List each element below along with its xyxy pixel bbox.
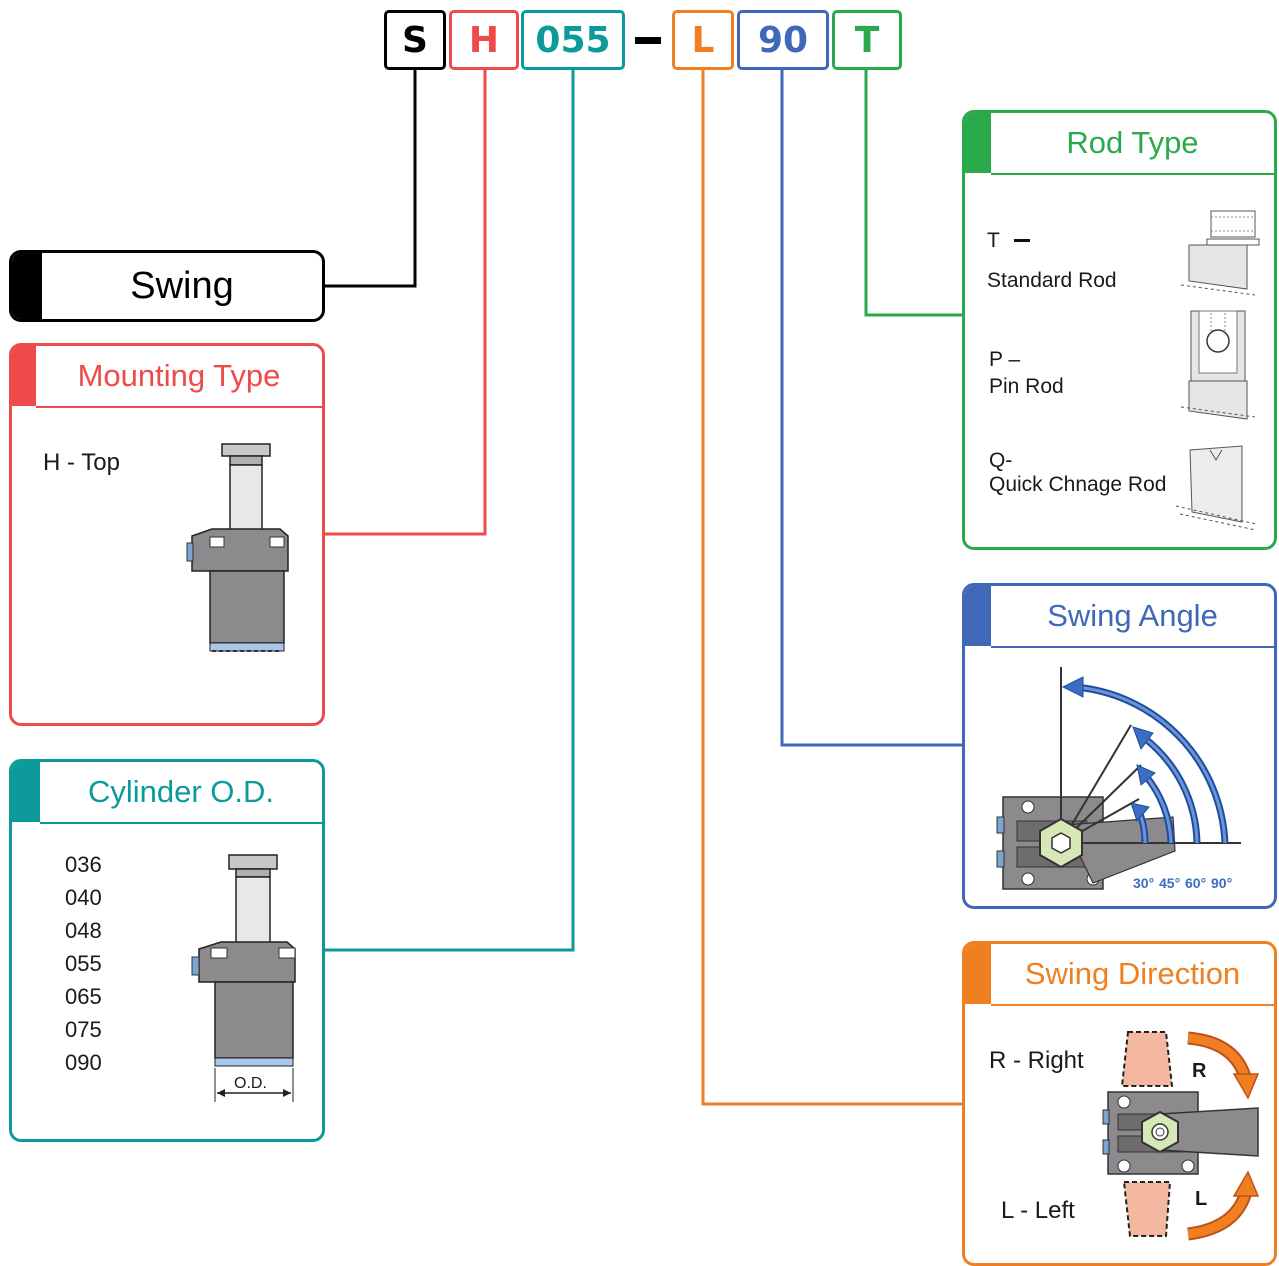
quick-change-rod-image: [1175, 445, 1257, 531]
angle-label-90: 90°: [1211, 875, 1233, 891]
swing-angle-tab: [965, 586, 991, 646]
od-dimension-label: O.D.: [234, 1075, 267, 1092]
code-box-h: H: [449, 10, 519, 70]
swing-label: Swing: [130, 264, 234, 307]
cylinder-od-image: [191, 854, 296, 1102]
od-size-075: 075: [65, 1017, 102, 1042]
direction-right: R - Right: [989, 1047, 1084, 1074]
rod-p-name: Pin Rod: [989, 375, 1064, 398]
code-od: 055: [535, 19, 611, 61]
od-size-090: 090: [65, 1050, 102, 1075]
swing-connector: [325, 70, 417, 288]
standard-rod-image: [1180, 210, 1260, 296]
rod-t-dash: [1014, 239, 1030, 242]
od-size-036: 036: [65, 852, 102, 877]
swing-tab: [12, 253, 42, 319]
od-size-065: 065: [65, 984, 102, 1009]
angle-label-30: 30°: [1133, 875, 1155, 891]
rod-type-panel: Rod Type T Standard Rod P – Pin Rod Q- Q…: [962, 110, 1277, 550]
rod-q-name: Quick Chnage Rod: [989, 473, 1167, 496]
swing-panel: Swing: [9, 250, 325, 322]
mounting-panel: Mounting Type H - Top: [9, 343, 325, 726]
od-size-048: 048: [65, 918, 102, 943]
swing-direction-diagram: [1102, 1031, 1260, 1241]
swing-angle-diagram: [996, 667, 1241, 890]
cylinder-connector: [325, 70, 575, 952]
direction-l-mark: L: [1195, 1188, 1208, 1210]
code-s: S: [402, 19, 428, 61]
pin-rod-image: [1180, 310, 1256, 420]
code-box-rod: T: [832, 10, 902, 70]
cylinder-panel: Cylinder O.D. 036 040 048 055 065 075 09…: [9, 759, 325, 1142]
mounting-option: H - Top: [43, 449, 120, 476]
swing-direction-tab: [965, 944, 991, 1004]
od-size-055: 055: [65, 951, 102, 976]
code-h: H: [468, 19, 500, 61]
mounting-connector: [325, 70, 487, 536]
rod-type-tab: [965, 113, 991, 173]
swing-direction-title: Swing Direction: [991, 944, 1274, 1006]
swing-angle-title: Swing Angle: [991, 586, 1274, 648]
rod-t-code: T: [987, 229, 1000, 252]
mounting-title: Mounting Type: [36, 346, 322, 408]
code-box-od: 055: [521, 10, 625, 70]
swing-direction-panel: Swing Direction R - Right L - Left R L: [962, 941, 1277, 1266]
cylinder-title: Cylinder O.D.: [40, 762, 322, 824]
direction-connector: [701, 70, 962, 1106]
rod-t-name: Standard Rod: [987, 269, 1117, 292]
direction-r-mark: R: [1192, 1060, 1207, 1082]
code-angle: 90: [757, 19, 809, 61]
code-box-angle: 90: [737, 10, 829, 70]
code-rod: T: [854, 19, 880, 61]
angle-connector: [780, 70, 962, 747]
code-box-s: S: [384, 10, 446, 70]
cylinder-tab: [12, 762, 40, 822]
top-mount-cylinder-image: [186, 443, 289, 652]
angle-label-45: 45°: [1159, 875, 1181, 891]
direction-left: L - Left: [1001, 1197, 1075, 1224]
angle-label-60: 60°: [1185, 875, 1207, 891]
rod-connector: [864, 70, 962, 317]
rod-type-title: Rod Type: [991, 113, 1274, 175]
swing-angle-panel: Swing Angle 30° 45° 60° 90: [962, 583, 1277, 909]
rod-q-code: Q-: [989, 449, 1013, 472]
mounting-tab: [12, 346, 36, 406]
code-dash: [635, 37, 661, 44]
code-box-dir: L: [672, 10, 734, 70]
code-dir: L: [691, 19, 715, 61]
od-size-040: 040: [65, 885, 102, 910]
rod-p-code: P –: [989, 348, 1021, 371]
